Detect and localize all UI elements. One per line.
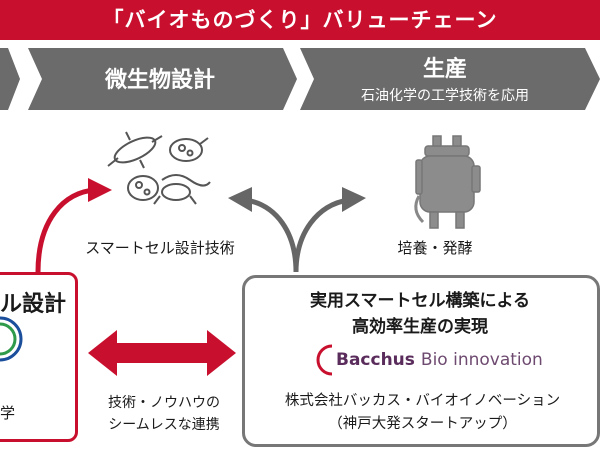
stage-subtitle-production: 石油化学の工学技術を応用 — [361, 88, 529, 104]
right-box-title-2: 高効率生産の実現 — [352, 317, 488, 337]
arrow-red-up-to-microbes — [35, 187, 96, 273]
header-banner — [0, 0, 600, 40]
stage-title-production: 生産 — [422, 57, 467, 82]
arrow-gray-to-reactor-head — [342, 187, 366, 212]
logo-brand-text: Bacchus — [336, 350, 415, 370]
page-title: 「バイオものづくり」バリューチェーン — [102, 8, 498, 32]
left-box-bottom-text: 学 — [0, 404, 16, 422]
know-how-line-1: 技術・ノウハウの — [108, 395, 220, 411]
bacchus-logo-arc-icon — [316, 344, 333, 376]
know-how-line-2: シームレスな連携 — [108, 417, 220, 433]
arrow-red-up-head — [88, 178, 112, 202]
caption-culture: 培養・発酵 — [397, 239, 473, 257]
caption-smart-cell-tech: スマートセル設計技術 — [85, 239, 235, 257]
stage-chevron-production — [300, 48, 600, 110]
stage-title-microbe-design: 微生物設計 — [104, 68, 215, 93]
arrow-gray-to-microbes — [245, 197, 299, 273]
logo-tagline-text: Bio innovation — [420, 350, 543, 370]
stage-chevron-microbe-design — [28, 48, 297, 110]
company-name: 株式会社バッカス・バイオイノベーション — [284, 393, 561, 409]
bacchus-box — [242, 275, 600, 447]
double-arrow-collaboration — [88, 330, 236, 376]
stage-chevron-left-partial — [0, 48, 20, 110]
company-note: （神戸大発スタートアップ） — [328, 416, 517, 432]
right-box-title-1: 実用スマートセル構築による — [310, 291, 530, 311]
arrow-gray-to-microbes-head — [228, 187, 252, 212]
microbes-icon — [107, 131, 211, 205]
arrow-gray-to-reactor — [293, 197, 349, 273]
left-box-title: ル設計 — [0, 292, 67, 317]
bacchus-logo: Bacchus Bio innovation — [316, 343, 543, 377]
bioreactor-icon — [414, 135, 481, 229]
logo-ring-icon — [0, 316, 23, 362]
